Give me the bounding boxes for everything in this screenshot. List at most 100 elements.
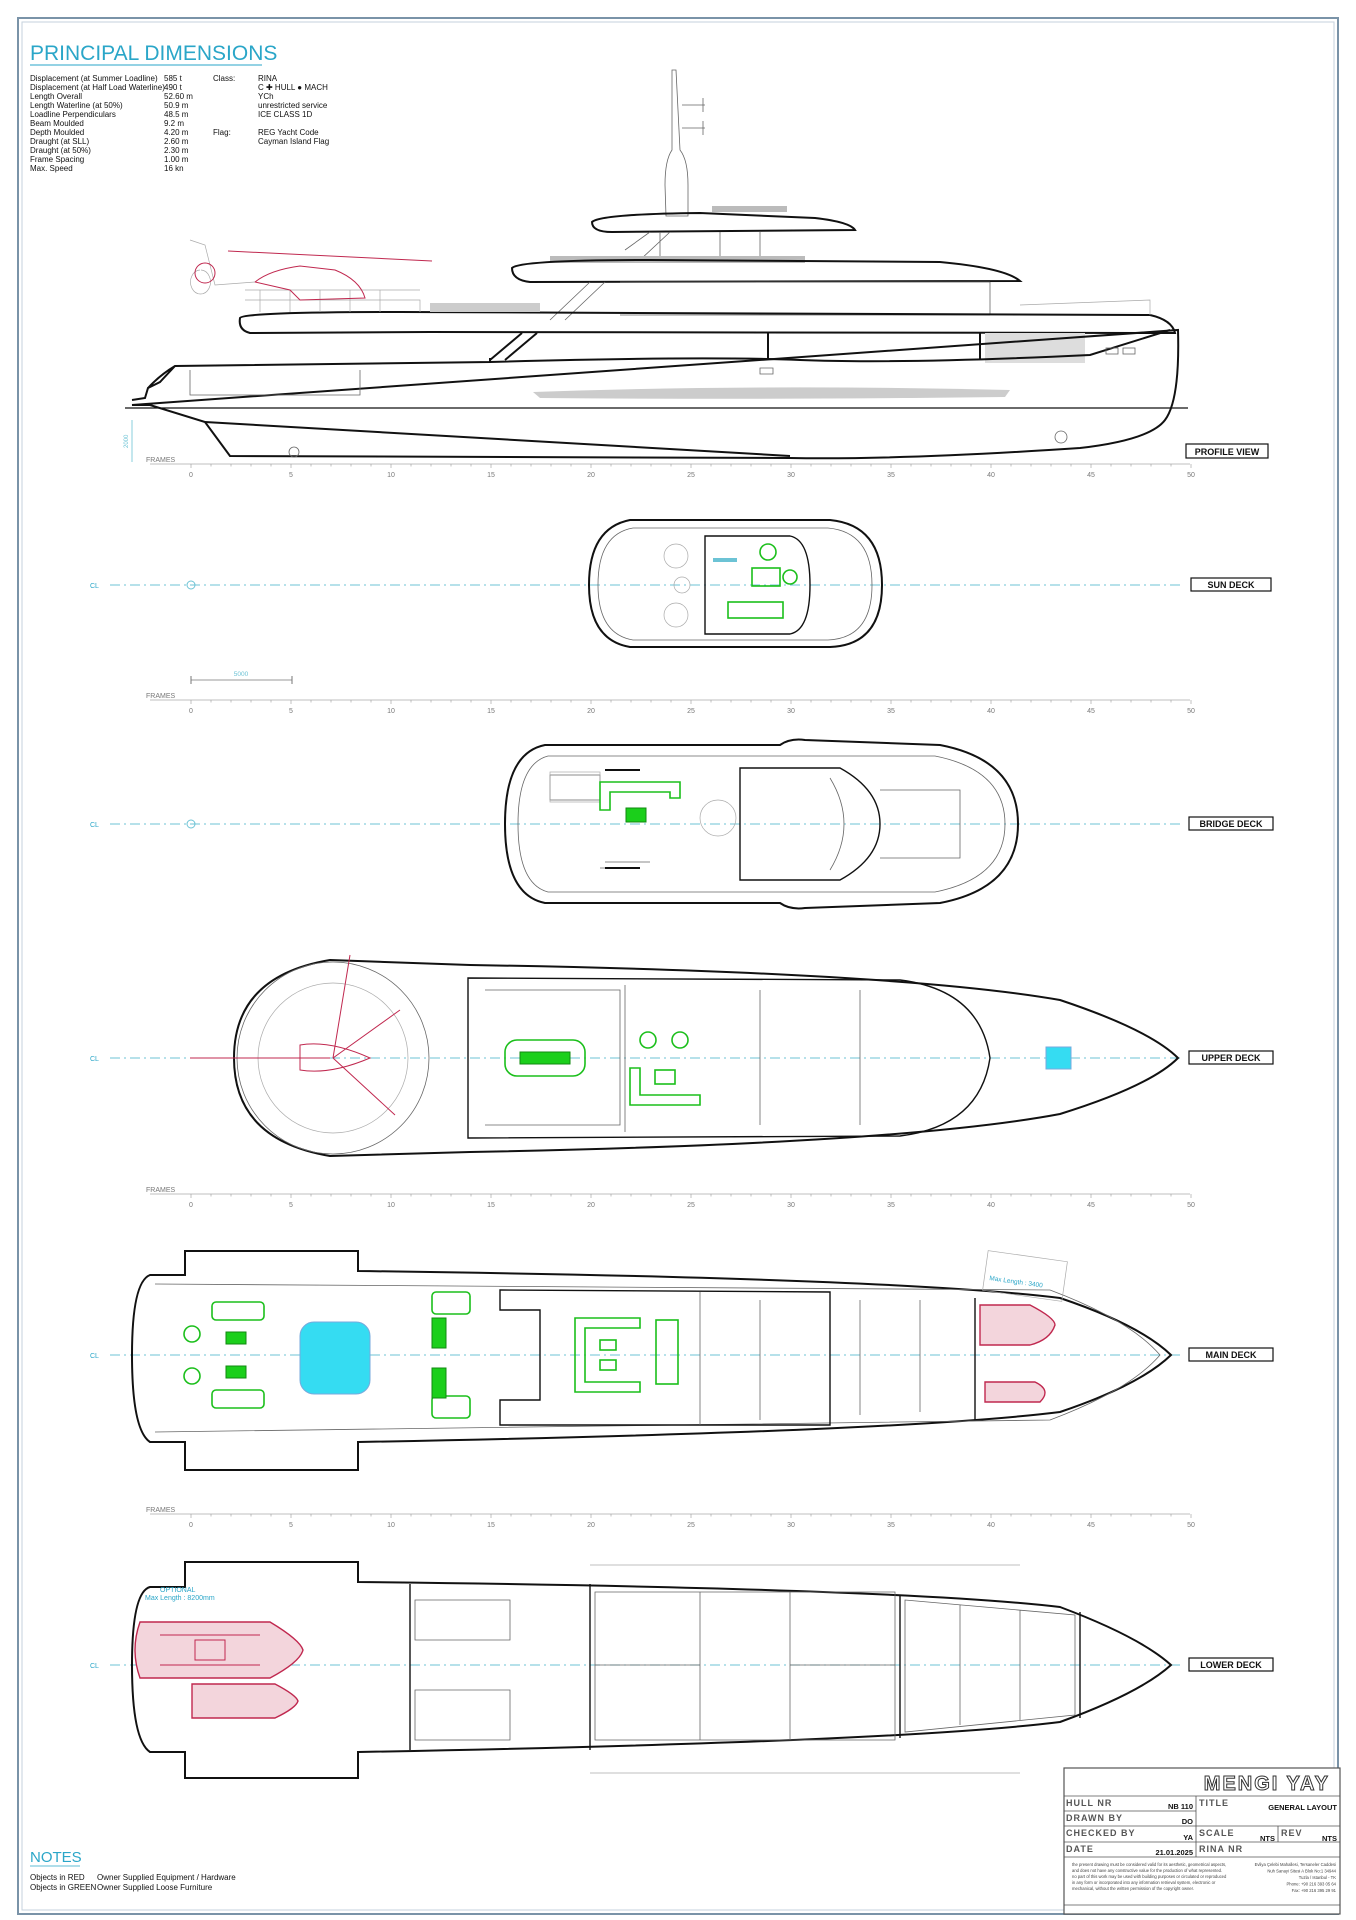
- svg-text:OPTIONAL: OPTIONAL: [160, 1587, 196, 1594]
- bridge-deck-label: BRIDGE DECK: [1188, 816, 1274, 831]
- svg-text:TITLE: TITLE: [1199, 1798, 1229, 1808]
- bridge-deck-roof: [510, 258, 1023, 284]
- dimension-label: Length Overall: [30, 92, 82, 101]
- frame-tick-label: 15: [487, 708, 495, 715]
- frame-tick-label: 5: [289, 1522, 293, 1529]
- dimension-label: Max. Speed: [30, 164, 73, 173]
- tender-main-deck: Max Length : 3400: [979, 1250, 1068, 1403]
- sun-deck-roof: [590, 211, 857, 234]
- frame-tick-label: 15: [487, 472, 495, 479]
- drawn-by: DO: [1182, 1817, 1193, 1826]
- frame-tick-label: 40: [987, 1522, 995, 1529]
- mast: [664, 69, 705, 217]
- bridge-deck-plan: CL BRIDGE DECK: [90, 738, 1274, 910]
- svg-text:Max Length : 3400: Max Length : 3400: [989, 1275, 1044, 1289]
- svg-text:Max Length : 8200mm: Max Length : 8200mm: [145, 1595, 215, 1602]
- disclaimer-line: in any form or incorporated into any inf…: [1072, 1880, 1216, 1885]
- frame-tick-label: 50: [1187, 1522, 1195, 1529]
- frame-tick-label: 0: [189, 472, 193, 479]
- frames-label: FRAMES: [146, 1507, 176, 1514]
- frame-tick-label: 30: [787, 472, 795, 479]
- dimension-label: Draught (at SLL): [30, 137, 89, 146]
- svg-text:HULL NR: HULL NR: [1066, 1798, 1112, 1808]
- dimension-value: 1.00 m: [164, 155, 189, 164]
- address-line: Nuh Sanayi Sitesi A Blok No:1 34944: [1267, 1869, 1336, 1874]
- frame-tick-label: 10: [387, 1202, 395, 1209]
- flag-label: Flag:: [213, 128, 231, 137]
- svg-text:UPPER DECK: UPPER DECK: [1201, 1053, 1261, 1063]
- disclaimer-line: the present drawing must be considered v…: [1072, 1862, 1226, 1867]
- tenders-lower-deck: OPTIONAL Max Length : 8200mm: [134, 1587, 304, 1719]
- drawing-revision: NTS: [1322, 1834, 1337, 1843]
- dimension-value: 50.9 m: [164, 101, 189, 110]
- frame-tick-label: 15: [487, 1202, 495, 1209]
- cl-label-bridge: CL: [90, 822, 99, 829]
- frame-tick-label: 20: [587, 1202, 595, 1209]
- company-logo: MENGI YAY: [1204, 1773, 1330, 1795]
- lower-deck-plan: OPTIONAL Max Length : 8200mm CL LOWER DE…: [90, 1561, 1274, 1779]
- dimension-value: 2.60 m: [164, 137, 189, 146]
- dimension-value: 585 t: [164, 74, 183, 83]
- sheet-border: [17, 17, 1339, 1915]
- cl-label-lower: CL: [90, 1663, 99, 1670]
- draft-dimension: 2000: [124, 434, 130, 448]
- drawing-title: GENERAL LAYOUT: [1268, 1803, 1337, 1812]
- frame-tick-label: 45: [1087, 1522, 1095, 1529]
- address-line: Fax: +90 216 395 29 91: [1292, 1888, 1337, 1893]
- dimension-value: 490 t: [164, 83, 183, 92]
- frame-tick-label: 30: [787, 1522, 795, 1529]
- checked-by: YA: [1183, 1833, 1193, 1842]
- main-deck-plan: Max Length : 3400 CL MAIN DECK: [90, 1250, 1274, 1471]
- profile-view: 2000 PROFILE VIEW: [124, 69, 1269, 462]
- frame-tick-label: 20: [587, 472, 595, 479]
- dimension-value: 48.5 m: [164, 110, 189, 119]
- frame-tick-label: 45: [1087, 472, 1095, 479]
- svg-text:DATE: DATE: [1066, 1844, 1094, 1854]
- svg-text:SUN DECK: SUN DECK: [1207, 580, 1255, 590]
- dimensions-table: Displacement (at Summer Loadline)585 tDi…: [30, 74, 193, 173]
- frame-tick-label: 25: [687, 1522, 695, 1529]
- helicopter-profile: [189, 239, 433, 301]
- frame-tick-label: 25: [687, 472, 695, 479]
- frame-tick-label: 5: [289, 708, 293, 715]
- lower-deck-label: LOWER DECK: [1188, 1657, 1274, 1672]
- frame-tick-label: 0: [189, 1202, 193, 1209]
- hull-profile: [131, 358, 491, 401]
- frames-label: FRAMES: [146, 457, 176, 464]
- flag-notation: Cayman Island Flag: [258, 137, 329, 146]
- frame-tick-label: 20: [587, 1522, 595, 1529]
- dimension-label: Loadline Perpendiculars: [30, 110, 116, 119]
- title-block: MENGI YAY HULL NR NB 110 DRAWN BY DO CHE…: [1063, 1767, 1341, 1915]
- frame-tick-label: 20: [587, 708, 595, 715]
- class-notation: unrestricted service: [258, 101, 328, 110]
- principal-dimensions-title: PRINCIPAL DIMENSIONS: [30, 42, 277, 65]
- frames-label: FRAMES: [146, 1187, 176, 1194]
- frame-tick-label: 10: [387, 708, 395, 715]
- dimension-label: Draught (at 50%): [30, 146, 91, 155]
- frame-tick-label: 35: [887, 708, 895, 715]
- svg-text:PROFILE VIEW: PROFILE VIEW: [1195, 447, 1260, 457]
- frame-tick-label: 5: [289, 472, 293, 479]
- dimension-label: Displacement (at Summer Loadline): [30, 74, 158, 83]
- upper-deck-overhang: [238, 310, 1177, 335]
- svg-text:MAIN DECK: MAIN DECK: [1206, 1350, 1257, 1360]
- dimension-label: Beam Moulded: [30, 119, 84, 128]
- class-notation: RINA: [258, 74, 278, 83]
- svg-text:SCALE: SCALE: [1199, 1828, 1235, 1838]
- svg-text:5000: 5000: [234, 671, 249, 678]
- frame-tick-label: 25: [687, 1202, 695, 1209]
- frame-tick-label: 30: [787, 1202, 795, 1209]
- main-deck-pool: [299, 1321, 371, 1395]
- cl-label-upper: CL: [90, 1056, 99, 1063]
- disclaimer-line: mechanical, without the written permissi…: [1072, 1886, 1194, 1891]
- note-value-red: Owner Supplied Equipment / Hardware: [97, 1873, 236, 1882]
- frame-tick-label: 50: [1187, 472, 1195, 479]
- frame-tick-label: 40: [987, 1202, 995, 1209]
- svg-text:BRIDGE DECK: BRIDGE DECK: [1199, 819, 1263, 829]
- drawing-date: 21.01.2025: [1155, 1848, 1193, 1857]
- address-line: Phone: +90 216 393 05 64: [1287, 1882, 1337, 1887]
